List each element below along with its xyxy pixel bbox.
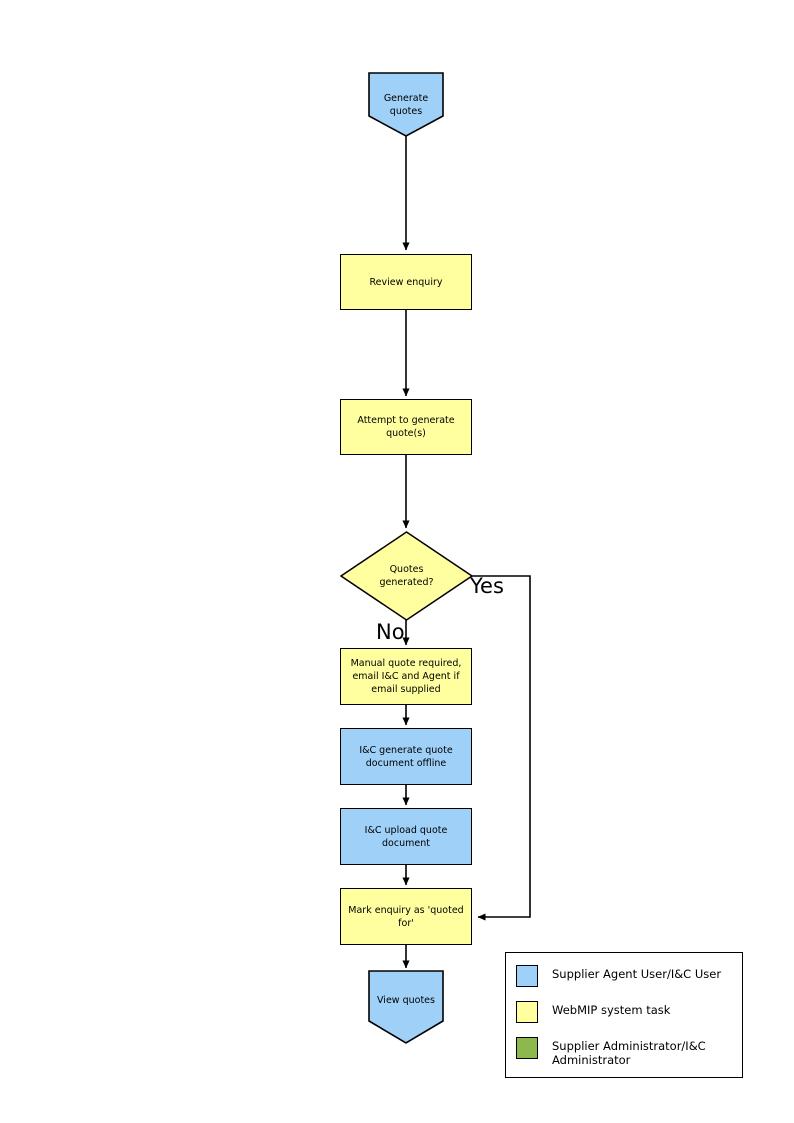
edge-label-no: No (376, 620, 405, 644)
node-label: I&C generate quote document offline (359, 744, 453, 769)
legend-label: Supplier Administrator/I&C Administrator (552, 1039, 706, 1067)
legend-item-supplier-administrator: Supplier Administrator/I&C Administrator (516, 1037, 706, 1067)
legend-swatch-yellow (516, 1001, 538, 1023)
legend-swatch-green (516, 1037, 538, 1059)
node-label: I&C upload quote document (364, 824, 448, 849)
legend-label: WebMIP system task (552, 1003, 671, 1017)
edge-label-yes: Yes (470, 574, 504, 598)
node-view-quotes[interactable]: View quotes (368, 970, 444, 1044)
diamond-shape (339, 531, 474, 621)
node-label: Review enquiry (369, 276, 443, 288)
node-label: View quotes (377, 995, 435, 1006)
node-quotes-generated-decision[interactable]: Quotes generated? (339, 531, 474, 621)
legend: Supplier Agent User/I&C User WebMIP syst… (505, 952, 743, 1078)
node-label: Manual quote required, email I&C and Age… (350, 658, 462, 695)
pentagon-shape (368, 970, 444, 1044)
node-label: Generate quotes (383, 93, 429, 117)
node-review-enquiry[interactable]: Review enquiry (340, 254, 472, 310)
pentagon-shape (368, 72, 444, 137)
edge-decision-yes-to-mark (472, 575, 531, 921)
legend-item-supplier-agent-user: Supplier Agent User/I&C User (516, 965, 721, 987)
node-ic-upload-quote-document[interactable]: I&C upload quote document (340, 808, 472, 865)
legend-swatch-blue (516, 965, 538, 987)
legend-label: Supplier Agent User/I&C User (552, 967, 722, 981)
node-label: Quotes generated? (379, 564, 434, 588)
node-label: Attempt to generate quote(s) (357, 415, 455, 439)
node-mark-enquiry-quoted-for[interactable]: Mark enquiry as 'quoted for' (340, 888, 472, 945)
node-attempt-generate-quotes[interactable]: Attempt to generate quote(s) (340, 399, 472, 455)
legend-item-webmip-system-task: WebMIP system task (516, 1001, 670, 1023)
node-ic-generate-quote-document[interactable]: I&C generate quote document offline (340, 728, 472, 785)
node-manual-quote-required[interactable]: Manual quote required, email I&C and Age… (340, 648, 472, 705)
node-label: Mark enquiry as 'quoted for' (348, 904, 464, 929)
node-generate-quotes[interactable]: Generate quotes (368, 72, 444, 137)
